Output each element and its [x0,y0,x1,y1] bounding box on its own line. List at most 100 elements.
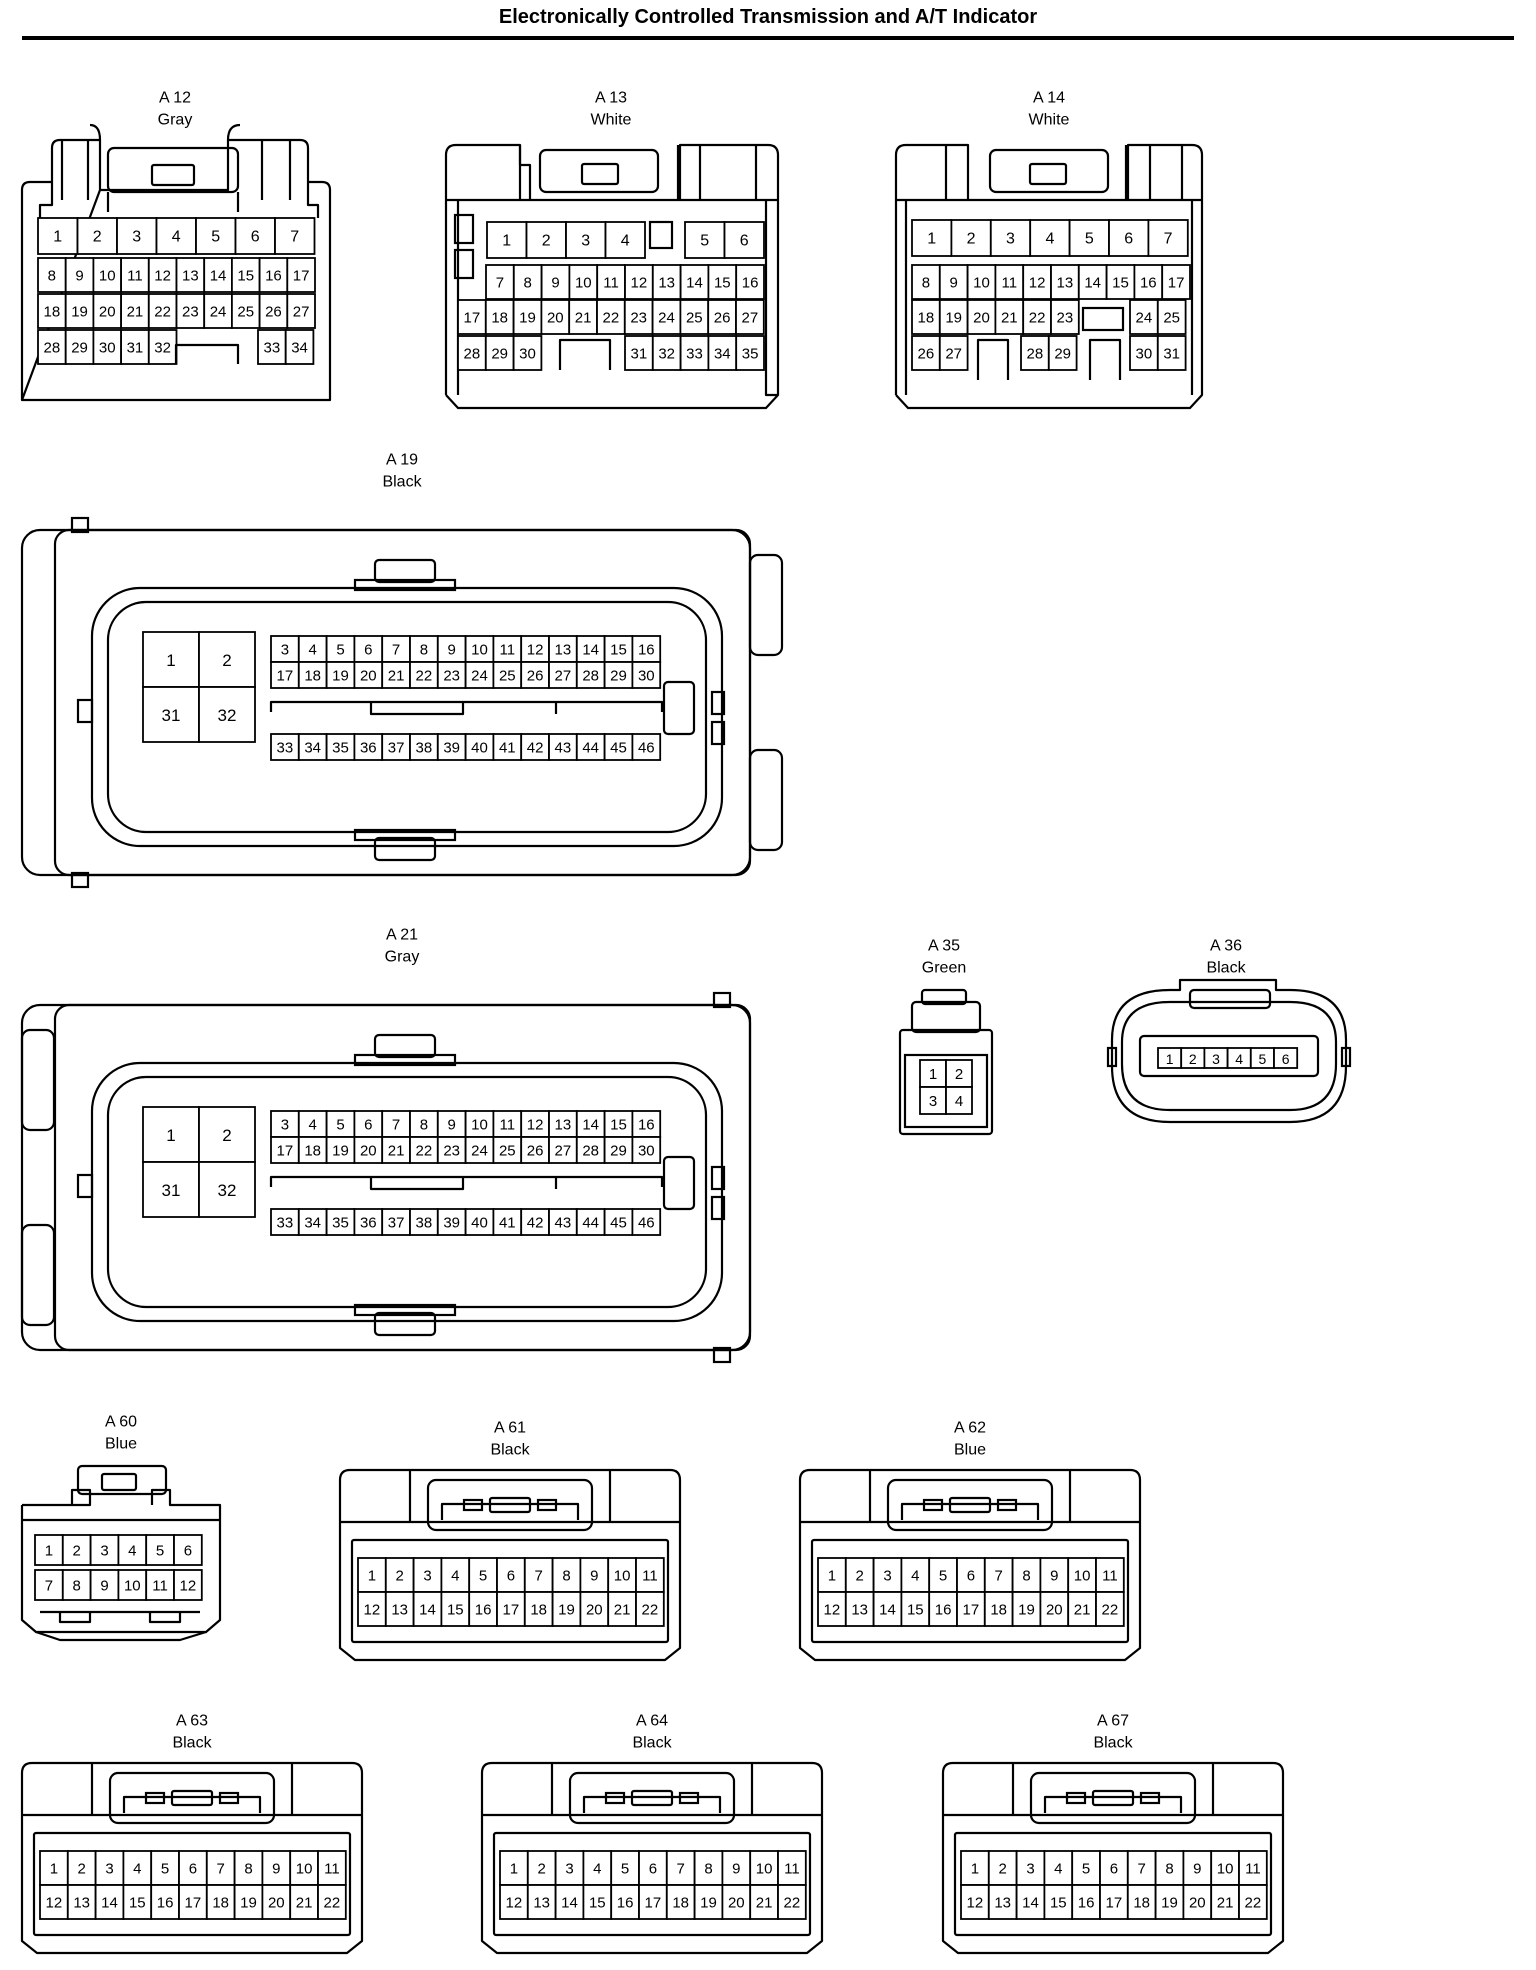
pin-number: 34 [304,1215,321,1232]
pin-cell [436,1208,467,1236]
pin-cell [325,1208,356,1236]
pin-number: 13 [182,268,199,285]
pin-cell [631,1110,662,1138]
connector-id: A 63 [176,1713,208,1730]
pin-number: 4 [621,233,630,250]
pin-number: 16 [157,1895,174,1912]
pin-cell [1147,219,1189,257]
pin-number: 1 [166,651,175,670]
pin-cell [950,219,992,257]
pin-cell [325,661,356,689]
pin-cell [631,733,662,761]
pin-number: 24 [658,310,675,327]
pin-number: 18 [44,304,61,321]
pin-number: 21 [1074,1602,1091,1619]
housing-latch-rib [900,1502,1040,1520]
pin-cell [607,1557,637,1593]
pin-number: 25 [686,310,703,327]
pin-number: 30 [1136,346,1153,363]
pin-number: 24 [471,1143,488,1160]
key-rib [269,700,664,716]
housing-outline [89,123,241,212]
pin-number: 7 [1138,1861,1146,1878]
pin-number: 15 [1112,275,1129,292]
pin-number: 22 [416,668,433,685]
pin-number: 11 [1102,1568,1118,1585]
pin-number: 8 [420,1117,428,1134]
housing-body [20,1761,364,1955]
housing-latch [106,146,240,194]
pin-number: 9 [272,1861,280,1878]
pin-number: 37 [388,740,405,757]
pin-cell [635,1557,665,1593]
pin-number: 15 [610,1117,627,1134]
pin-number: 39 [443,740,460,757]
pin-number: 8 [562,1568,570,1585]
pin-cell [440,1591,471,1627]
pin-cell [457,335,487,371]
pin-cell [464,1136,495,1164]
pin-number: 26 [714,310,731,327]
pin-number: 16 [1140,275,1157,292]
pin-number: 20 [973,310,990,327]
pin-number: 33 [277,740,294,757]
pin-number: 3 [581,233,590,250]
pin-number: 12 [506,1895,523,1912]
shroud-key [662,680,696,736]
pin-cell [945,1059,973,1088]
pin-number: 28 [1027,346,1044,363]
housing-outline [482,1763,822,1817]
pin-number: 14 [101,1895,118,1912]
connector-id: A 12 [159,90,191,107]
bottom-latch-base [353,1303,457,1317]
housing-body [798,1468,1142,1662]
pin-number: 26 [265,304,282,321]
pin-number: 19 [240,1895,257,1912]
pin-cell [92,329,123,365]
pin-cell [436,1136,467,1164]
side-slot [453,213,475,245]
pin-frame [953,1831,1273,1937]
pin-number: 43 [555,1215,572,1232]
pin-number: 30 [638,1143,655,1160]
pin-cell [900,1591,931,1627]
pin-cell [284,329,315,365]
pin-cell [1210,1884,1240,1920]
pin-number: 35 [332,740,349,757]
housing-latch-tab [630,1789,674,1807]
pin-cell [486,221,528,259]
pin-number: 11 [500,1117,516,1134]
pin-cell [116,217,158,255]
housing-body [480,1761,824,1955]
pin-number: 9 [732,1861,740,1878]
pin-number: 4 [128,1543,136,1560]
pin-cell [987,1850,1018,1886]
pin-number: 10 [973,275,990,292]
housing-outline [518,145,758,200]
pin-number: 6 [184,1543,192,1560]
pin-cell [956,1557,986,1593]
pin-number: 20 [360,668,377,685]
pin-cell [665,1850,696,1886]
pin-cell [270,635,300,663]
pin-cell [872,1557,903,1593]
pin-number: 16 [638,1117,655,1134]
pin-number: 7 [677,1861,685,1878]
pin-number: 12 [527,642,544,659]
housing-body [898,1028,994,1136]
housing-latch [1029,1771,1197,1825]
pin-cell [409,733,439,761]
pin-number: 13 [1057,275,1074,292]
pin-number: 14 [561,1895,578,1912]
pin-number: 3 [281,642,289,659]
pin-number: 13 [555,1117,572,1134]
shroud-key [662,1155,696,1211]
pin-cell [381,635,411,663]
pin-number: 30 [638,668,655,685]
pin-cell [436,733,467,761]
pin-number: 32 [218,706,237,725]
housing-outline [896,198,1202,395]
pin-number: 18 [212,1895,229,1912]
